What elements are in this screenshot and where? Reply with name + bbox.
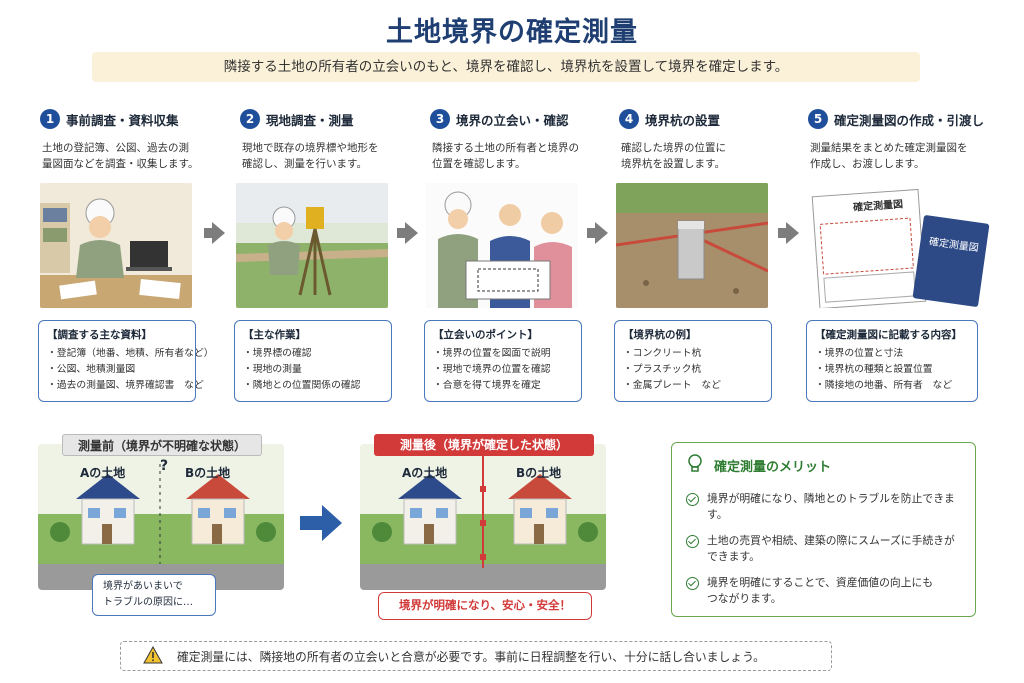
merit-item: 境界を明確にすることで、資産価値の向上にもつながります。 [686, 575, 961, 607]
step-1: 1 事前調査・資料収集 土地の登記簿、公図、過去の測量図面などを調査・収集します。 [40, 108, 215, 172]
merit-text: できます。 [707, 550, 760, 563]
step-3: 3 境界の立会い・確認 隣接する土地の所有者と境界の位置を確認します。 [430, 108, 605, 172]
notice-bar: 確定測量には、隣接地の所有者の立会いと合意が必要です。事前に日程調整を行い、十分… [120, 641, 832, 671]
step-arrow [778, 222, 799, 244]
step-desc-line: 現地で既存の境界標や地形を [242, 142, 379, 154]
box-item: ・境界標の確認 [243, 348, 312, 359]
step-number: 5 [808, 109, 828, 129]
box-item: ・現地の測量 [243, 364, 302, 375]
merit-title: 確定測量のメリット [714, 459, 832, 475]
before-bubble-line: トラブルの原因に… [103, 597, 193, 608]
box-item: ・境界の位置と寸法 [815, 348, 904, 359]
before-bubble-line: 境界があいまいで [103, 581, 183, 592]
page-title: 土地境界の確定測量 [386, 17, 638, 48]
after-bubble: 境界が明確になり、安心・安全！ [378, 592, 592, 620]
box-title: 【確定測量図に記載する内容】 [815, 329, 962, 341]
warning-icon [143, 645, 163, 667]
merit-text: つながります。 [707, 592, 782, 605]
box-item: ・コンクリート杭 [623, 348, 702, 359]
step-desc-line: 確認し、測量を行います。 [242, 158, 367, 170]
step-desc-line: 量図面などを調査・収集します。 [42, 158, 199, 170]
step-title: 現地調査・測量 [266, 112, 354, 128]
question-mark: ? [160, 458, 169, 474]
box-title: 【調査する主な資料】 [47, 329, 152, 341]
merit-text: 境界を明確にすることで、資産価値の向上にも [707, 576, 934, 589]
box-item: ・金属プレート など [623, 380, 721, 391]
boundary-stake-illustration [616, 183, 768, 308]
box-title: 【境界杭の例】 [623, 329, 697, 341]
check-circle-icon [686, 577, 699, 590]
step-number: 1 [40, 109, 60, 129]
after-scene [360, 444, 606, 590]
lightbulb-icon [686, 453, 704, 477]
before-tag: 測量前（境界が不明確な状態） [62, 434, 262, 456]
office-research-illustration [40, 183, 192, 308]
box-item: ・公図、地積測量図 [47, 364, 136, 375]
step-desc-line: 作成し、お渡しします。 [810, 158, 925, 170]
box-item: ・登記簿（地番、地積、所有者など） [47, 348, 214, 359]
merit-panel: 確定測量のメリット 境界が明確になり、隣地とのトラブルを防止できます。 土地の売… [671, 442, 976, 617]
step-title: 確定測量図の作成・引渡し [834, 112, 985, 128]
step-number: 2 [240, 109, 260, 129]
land-a-label: Aの土地 [80, 466, 126, 480]
box-item: ・合意を得て境界を確定 [433, 380, 541, 391]
step-number: 4 [619, 109, 639, 129]
step-arrow [397, 222, 418, 244]
step-desc-line: 境界杭を設置します。 [621, 158, 725, 170]
box-item: ・隣地との位置関係の確認 [243, 380, 361, 391]
step-desc-line: 位置を確認します。 [432, 158, 526, 170]
box-item: ・境界の位置を図面で説明 [433, 348, 551, 359]
before-after-arrow [300, 505, 342, 541]
land-b-label: Bの土地 [185, 466, 231, 480]
step-1-box: 【調査する主な資料】 ・登記簿（地番、地積、所有者など） ・公図、地積測量図・過去… [38, 320, 214, 402]
step-2: 2 現地調査・測量 現地で既存の境界標や地形を確認し、測量を行います。 [240, 108, 415, 172]
box-item: ・過去の測量図、境界確認書 など [47, 380, 204, 391]
merit-text: 境界が明確になり、隣地とのトラブルを防止できます。 [707, 492, 955, 521]
box-item: ・現地で境界の位置を確認 [433, 364, 551, 375]
step-title: 境界の立会い・確認 [456, 112, 569, 128]
step-desc-line: 土地の登記簿、公図、過去の測 [42, 142, 189, 154]
step-desc-line: 確認した境界の位置に [621, 142, 726, 154]
step-number: 3 [430, 109, 450, 129]
check-circle-icon [686, 535, 699, 548]
survey-document-illustration [800, 183, 990, 308]
box-item: ・プラスチック杭 [623, 364, 702, 375]
step-desc-line: 隣接する土地の所有者と境界の [432, 142, 579, 154]
boundary-meeting-illustration [426, 183, 578, 308]
merit-item: 土地の売買や相続、建築の際にスムーズに手続きができます。 [686, 533, 961, 565]
step-2-box: 【主な作業】 ・境界標の確認・現地の測量・隣地との位置関係の確認 [234, 320, 392, 402]
before-bubble: 境界があいまいで トラブルの原因に… [92, 574, 216, 616]
land-b-label: Bの土地 [516, 466, 562, 480]
step-arrow [204, 222, 225, 244]
notice-text: 確定測量には、隣接地の所有者の立会いと合意が必要です。事前に日程調整を行い、十分… [177, 649, 765, 664]
step-title: 境界杭の設置 [645, 112, 721, 128]
after-tag: 測量後（境界が確定した状態） [374, 434, 594, 456]
box-title: 【主な作業】 [243, 329, 306, 341]
merit-text: 土地の売買や相続、建築の際にスムーズに手続きが [707, 534, 955, 547]
box-title: 【立会いのポイント】 [433, 329, 538, 341]
merit-item: 境界が明確になり、隣地とのトラブルを防止できます。 [686, 491, 961, 523]
box-item: ・境界杭の種類と設置位置 [815, 364, 933, 375]
step-4-box: 【境界杭の例】 ・コンクリート杭・プラスチック杭・金属プレート など [614, 320, 772, 402]
before-scene [38, 444, 284, 590]
step-5: 5 確定測量図の作成・引渡し 測量結果をまとめた確定測量図を作成し、お渡しします。 [808, 108, 1008, 172]
field-survey-illustration [236, 183, 388, 308]
land-a-label: Aの土地 [402, 466, 448, 480]
subtitle-banner: 隣接する土地の所有者の立会いのもと、境界を確認し、境界杭を設置して境界を確定しま… [92, 52, 920, 82]
box-item: ・隣接地の地番、所有者 など [815, 380, 953, 391]
step-4: 4 境界杭の設置 確認した境界の位置に境界杭を設置します。 [619, 108, 794, 172]
step-3-box: 【立会いのポイント】 ・境界の位置を図面で説明・現地で境界の位置を確認・合意を得… [424, 320, 582, 402]
step-5-box: 【確定測量図に記載する内容】 ・境界の位置と寸法・境界杭の種類と設置位置・隣接地… [806, 320, 978, 402]
step-arrow [587, 222, 608, 244]
check-circle-icon [686, 493, 699, 506]
step-title: 事前調査・資料収集 [66, 112, 179, 128]
step-desc-line: 測量結果をまとめた確定測量図を [810, 142, 968, 154]
